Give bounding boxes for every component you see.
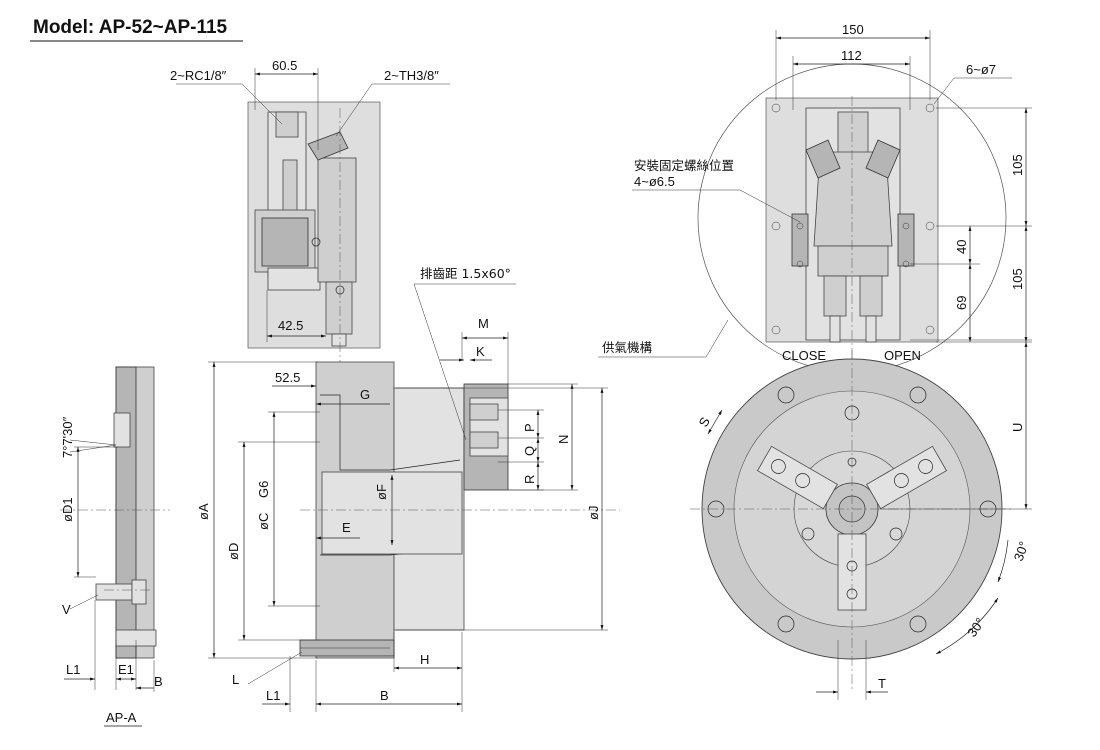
label-mount-holes: 4~ø6.5 (634, 174, 675, 189)
label-mount-title: 安裝固定螺絲位置 (634, 158, 734, 173)
label-open: OPEN (884, 348, 921, 363)
label-l1-left: L1 (66, 662, 80, 677)
chuck-section-view (208, 283, 620, 712)
label-rc: 2~RC1/8″ (170, 68, 227, 83)
valve-assembly (176, 68, 450, 370)
label-40: 40 (954, 240, 969, 254)
label-d: øD (226, 543, 241, 560)
label-angle30a: 30° (1011, 539, 1032, 563)
view-name-ap-a: AP-A (106, 710, 137, 725)
label-t: T (878, 676, 886, 691)
label-e1: E1 (118, 662, 134, 677)
label-p: P (522, 423, 537, 432)
label-52-5: 52.5 (275, 370, 300, 385)
label-l: L (232, 672, 239, 687)
label-112: 112 (841, 48, 862, 63)
label-l1-mid: L1 (266, 688, 280, 703)
air-supply-detail (598, 30, 1032, 373)
label-e: E (342, 520, 351, 535)
label-k: K (476, 344, 485, 359)
label-v: V (62, 602, 71, 617)
label-s: S (696, 414, 713, 429)
side-view-ap-a (60, 366, 170, 692)
label-c: øC (256, 513, 271, 530)
drawing-title: Model: AP-52~AP-115 (33, 17, 228, 38)
label-serration: 排齒距 1.5x60° (420, 266, 511, 281)
label-h: H (420, 652, 429, 667)
label-g: G (360, 387, 370, 402)
label-b-left: B (154, 674, 163, 689)
label-42-5: 42.5 (278, 318, 303, 333)
label-f: øF (374, 484, 389, 500)
label-n: N (556, 435, 571, 444)
label-u: U (1010, 423, 1025, 432)
label-105-top: 105 (1010, 154, 1025, 176)
label-g6: G6 (256, 481, 271, 498)
label-60-5: 60.5 (272, 58, 297, 73)
label-150: 150 (842, 22, 864, 37)
label-69: 69 (954, 296, 969, 310)
chuck-front-view (690, 339, 1032, 700)
label-angle30b: 30° (964, 615, 988, 640)
label-d1: øD1 (60, 497, 75, 522)
label-105-bot: 105 (1010, 268, 1025, 290)
label-m: M (478, 316, 489, 331)
label-q: Q (522, 446, 537, 456)
label-air-supply: 供氣機構 (602, 340, 653, 355)
label-r: R (522, 475, 537, 484)
label-angle: 7°7'30″ (60, 416, 75, 458)
label-b-mid: B (380, 688, 389, 703)
label-th: 2~TH3/8″ (384, 68, 439, 83)
label-holes6: 6~ø7 (966, 62, 996, 77)
label-a: øA (196, 503, 211, 520)
label-close: CLOSE (782, 348, 826, 363)
label-j: øJ (586, 506, 601, 520)
